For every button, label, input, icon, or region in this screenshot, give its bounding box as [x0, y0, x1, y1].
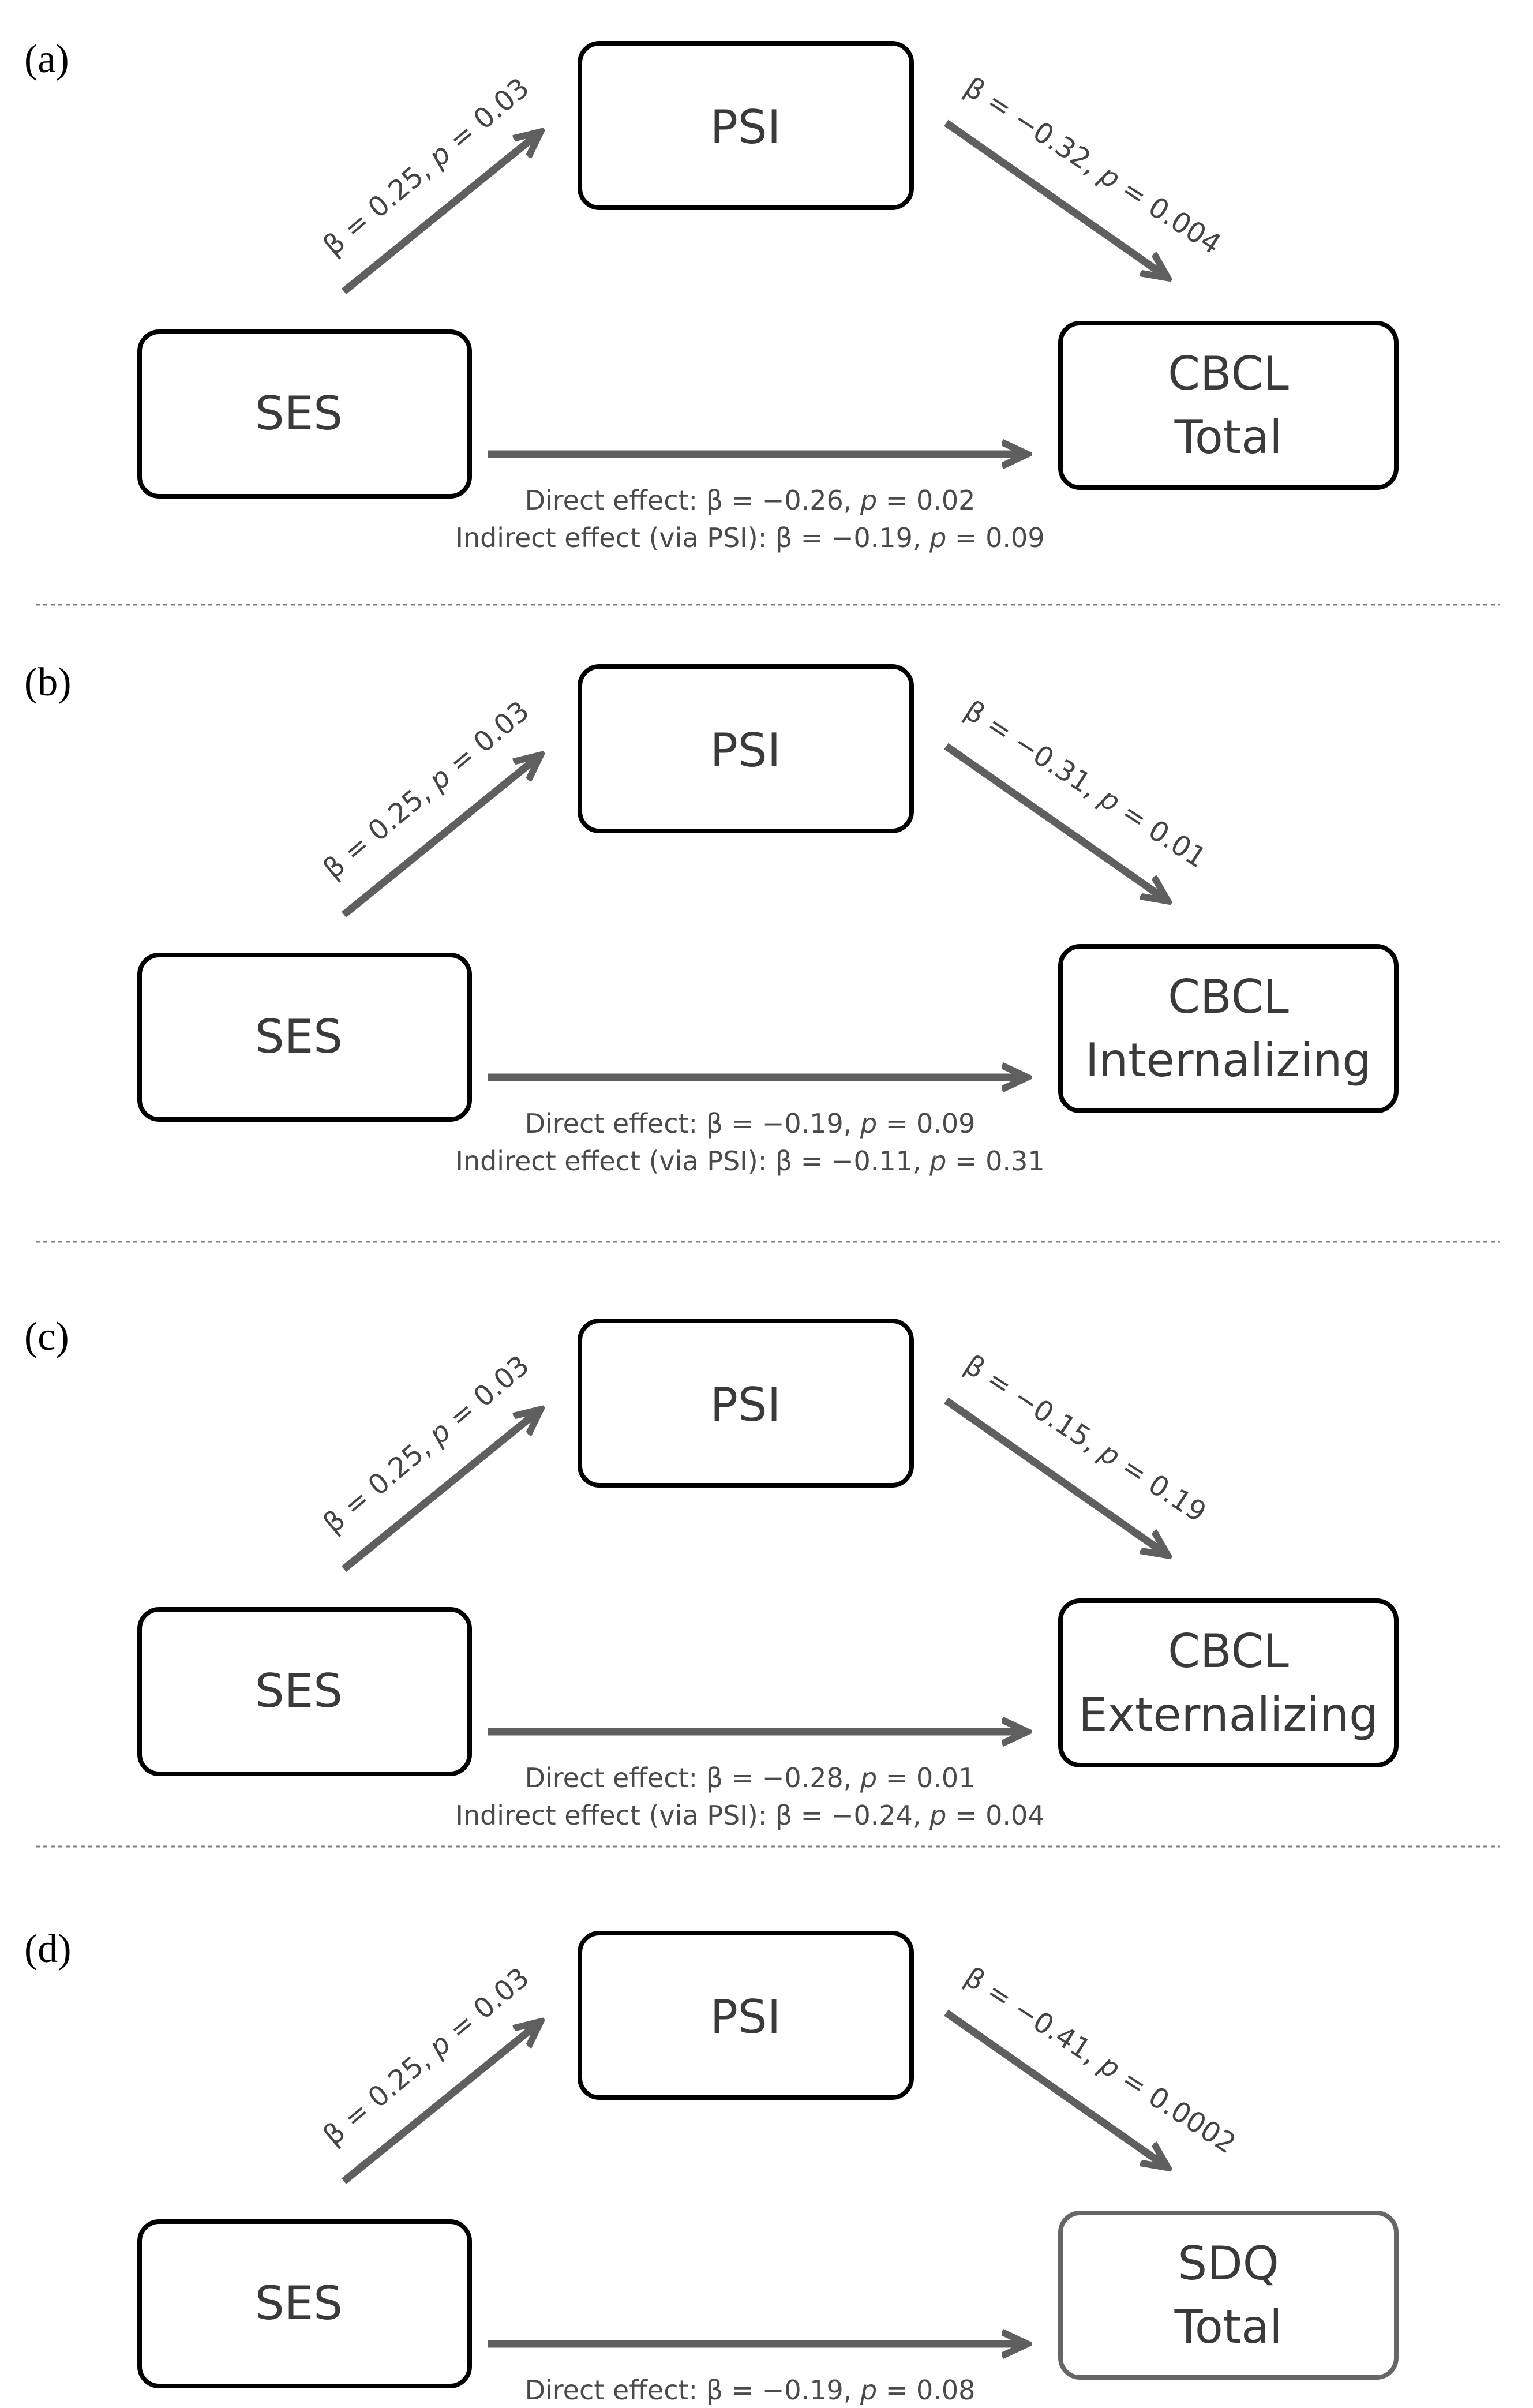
mediator-label: PSI [710, 100, 781, 154]
indirect-effect-label: Indirect effect (via PSI): β = −0.19, p … [455, 522, 1044, 553]
mediator-label: PSI [710, 1378, 781, 1432]
direct-effect-label: Direct effect: β = −0.28, p = 0.01 [525, 1762, 976, 1793]
outcome-label-line2: Externalizing [1078, 1688, 1378, 1742]
outcome-label-line1: SDQ [1178, 2237, 1279, 2290]
mediator-box [578, 41, 914, 210]
path-a-arrow [341, 2023, 539, 2185]
mediator-box [578, 664, 914, 833]
direct-effect-label: Direct effect: β = −0.26, p = 0.02 [525, 485, 976, 516]
indirect-effect-label: Indirect effect (via PSI): β = −0.24, p … [455, 1800, 1044, 1831]
path-b-coefficient: β = −0.32, p = 0.004 [958, 71, 1227, 261]
mediator-box [578, 1931, 914, 2100]
path-a-arrow [341, 133, 539, 295]
predictor-box [137, 1607, 472, 1776]
panel-label: (a) [24, 37, 69, 81]
predictor-label: SES [255, 1664, 343, 1718]
path-b-arrow [944, 119, 1167, 277]
outcome-label-line1: CBCL [1168, 1624, 1289, 1678]
direct-effect-label: Direct effect: β = −0.19, p = 0.08 [525, 2375, 976, 2406]
predictor-box [137, 2219, 472, 2388]
panel-label: (c) [24, 1315, 69, 1359]
outcome-label-line2: Total [1174, 410, 1283, 464]
path-b-arrow [944, 1397, 1167, 1555]
direct-effect-label: Direct effect: β = −0.19, p = 0.09 [525, 1108, 976, 1139]
outcome-label-line1: CBCL [1168, 970, 1289, 1024]
outcome-label-line1: CBCL [1168, 347, 1289, 400]
path-a-arrow [341, 1410, 539, 1572]
outcome-label-line2: Internalizing [1085, 1033, 1371, 1087]
predictor-label: SES [255, 2276, 343, 2330]
mediator-box [578, 1319, 914, 1488]
outcome-box [1058, 944, 1399, 1113]
path-b-arrow [944, 743, 1167, 900]
outcome-box [1058, 1598, 1399, 1767]
path-a-arrow [341, 756, 539, 918]
mediator-label: PSI [710, 1990, 781, 2044]
path-b-coefficient: β = −0.41, p = 0.0002 [958, 1961, 1241, 2160]
predictor-label: SES [255, 387, 343, 440]
outcome-box [1058, 2211, 1399, 2380]
predictor-label: SES [255, 1010, 343, 1063]
path-b-arrow [944, 2009, 1167, 2167]
predictor-box [137, 953, 472, 1122]
indirect-effect-label: Indirect effect (via PSI): β = −0.11, p … [455, 1145, 1044, 1177]
outcome-label-line2: Total [1174, 2300, 1283, 2354]
mediator-label: PSI [710, 724, 781, 777]
panel-label: (b) [24, 660, 72, 705]
outcome-box [1058, 321, 1399, 490]
panel-label: (d) [24, 1927, 72, 1971]
predictor-box [137, 329, 472, 499]
